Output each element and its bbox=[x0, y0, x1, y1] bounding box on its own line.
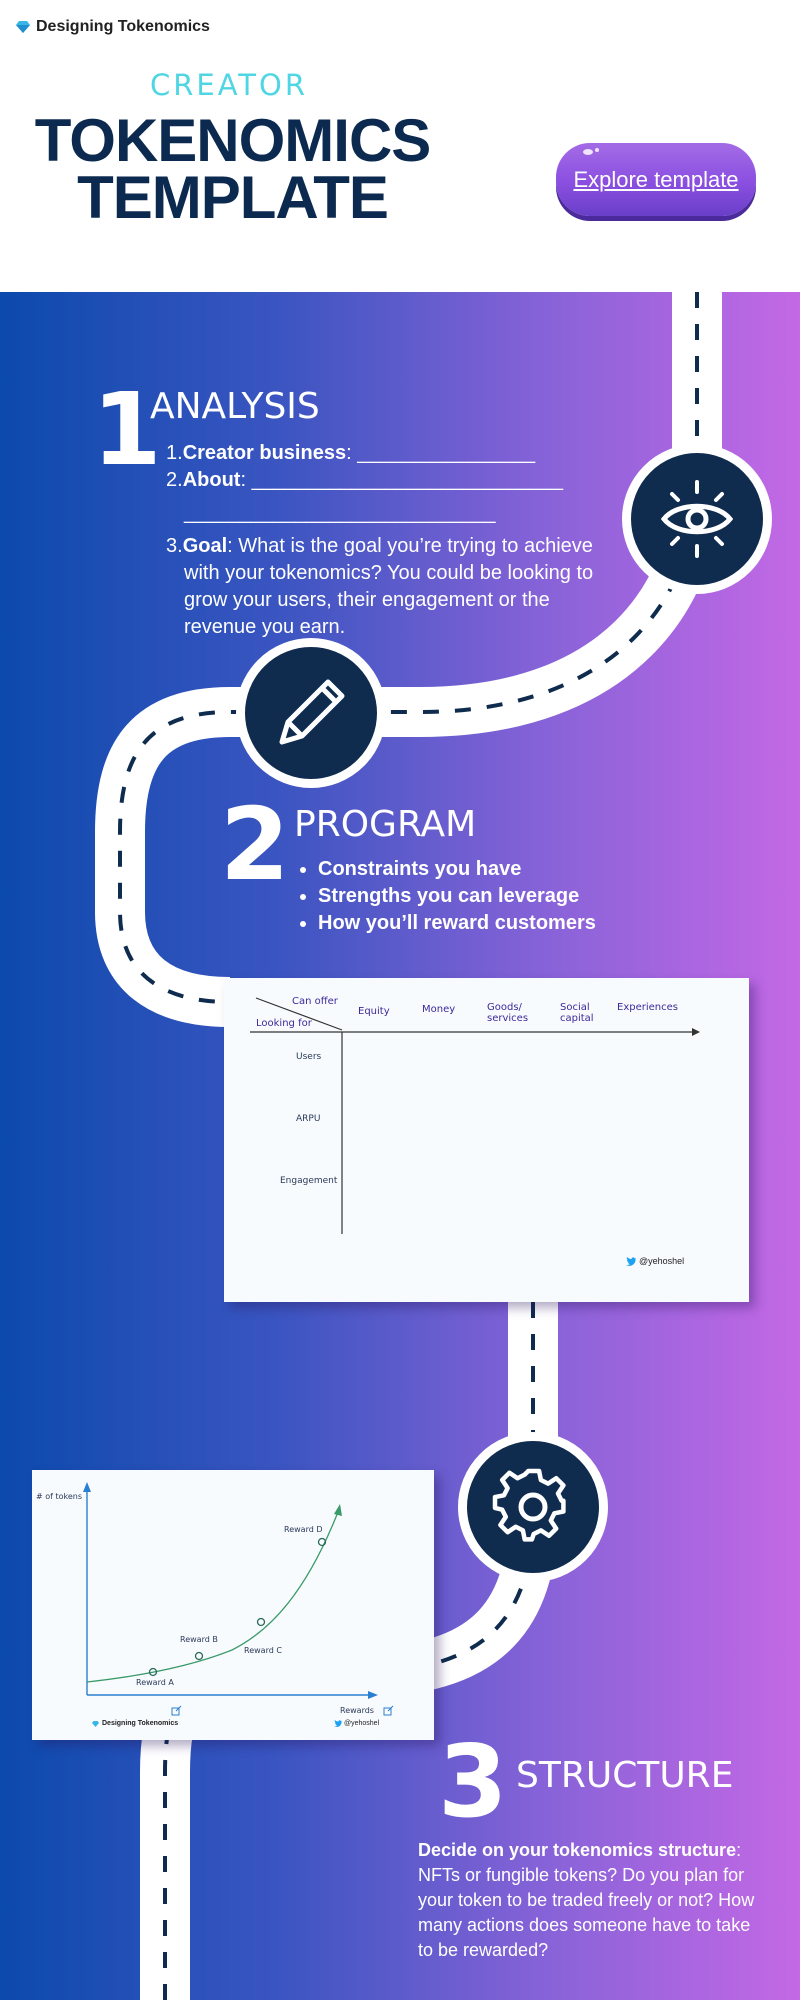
matrix-row-users: Users bbox=[296, 1052, 322, 1062]
matrix-col-equity: Equity bbox=[358, 1006, 390, 1017]
program-bullet: Strengths you can leverage bbox=[318, 883, 596, 910]
analysis-item-2: 2.About: ____________________________ bbox=[166, 469, 564, 491]
matrix-corner-bottom: Looking for bbox=[256, 1018, 312, 1029]
program-number: 2 bbox=[220, 786, 290, 903]
program-bullet: How you’ll reward customers bbox=[318, 910, 596, 937]
curve-point-d bbox=[317, 1537, 327, 1547]
curve-point-c bbox=[256, 1617, 266, 1627]
twitter-icon bbox=[626, 1256, 636, 1266]
pencil-icon bbox=[279, 679, 345, 745]
curve-label-b: Reward B bbox=[180, 1635, 218, 1644]
matrix-card[interactable]: Can offer Looking for Equity Money Goods… bbox=[224, 978, 749, 1302]
structure-number: 3 bbox=[438, 1723, 508, 1840]
page-title: TOKENOMICS TEMPLATE bbox=[30, 107, 435, 231]
matrix-row-engagement: Engagement bbox=[280, 1176, 338, 1186]
gear-icon bbox=[492, 1468, 566, 1542]
program-bullet: Constraints you have bbox=[318, 856, 596, 883]
curve-xlabel: Rewards bbox=[340, 1706, 374, 1715]
diamond-icon bbox=[16, 21, 30, 33]
curve-ylabel: # of tokens bbox=[36, 1492, 83, 1501]
title-line-1: TOKENOMICS bbox=[34, 107, 432, 174]
curve-label-c: Reward C bbox=[244, 1646, 282, 1655]
curve-handle: @yehoshel bbox=[334, 1720, 379, 1727]
matrix-col-experiences: Experiences bbox=[617, 1002, 678, 1013]
matrix-col-money: Money bbox=[422, 1004, 456, 1015]
analysis-item-3: 3.Goal: What is the goal you’re trying t… bbox=[166, 535, 594, 638]
program-icon-badge bbox=[236, 638, 386, 788]
title-line-2: TEMPLATE bbox=[77, 164, 389, 231]
matrix-col-social: Social capital bbox=[560, 1002, 594, 1024]
curve-chart bbox=[83, 1482, 394, 1716]
matrix-row-arpu: ARPU bbox=[296, 1114, 321, 1124]
analysis-number: 1 bbox=[92, 371, 162, 488]
structure-title: STRUCTURE bbox=[516, 1755, 734, 1796]
analysis-icon-badge bbox=[622, 444, 772, 594]
explore-template-button[interactable]: Explore template bbox=[556, 143, 756, 216]
external-link-icon[interactable] bbox=[171, 1705, 182, 1716]
button-shine-icon bbox=[583, 148, 599, 155]
matrix-corner-top: Can offer bbox=[292, 996, 338, 1007]
brand-name: Designing Tokenomics bbox=[36, 18, 210, 35]
structure-lead: Decide on your tokenomics structure bbox=[418, 1840, 737, 1860]
structure-text: : NFTs or fungible tokens? Do you plan f… bbox=[418, 1840, 755, 1960]
twitter-icon bbox=[334, 1720, 342, 1727]
curve-label-d: Reward D bbox=[284, 1525, 323, 1534]
structure-icon-badge bbox=[458, 1432, 608, 1582]
brand[interactable]: Designing Tokenomics bbox=[16, 18, 210, 36]
analysis-list: 1.Creator business: ________________ 2.A… bbox=[150, 440, 610, 641]
program-bullets: Constraints you have Strengths you can l… bbox=[296, 856, 596, 937]
matrix-handle: @yehoshel bbox=[626, 1256, 684, 1266]
analysis-item-1: 1.Creator business: ________________ bbox=[166, 442, 536, 464]
program-title: PROGRAM bbox=[294, 804, 477, 845]
curve-point-b bbox=[194, 1651, 204, 1661]
diamond-icon bbox=[92, 1720, 99, 1727]
analysis-blank-line[interactable]: ____________________________ bbox=[184, 502, 496, 524]
matrix-lines bbox=[250, 997, 700, 1234]
eye-icon bbox=[660, 480, 734, 558]
structure-body: Decide on your tokenomics structure: NFT… bbox=[418, 1838, 770, 1963]
matrix-col-goods: Goods/ services bbox=[487, 1002, 529, 1024]
hero-kicker: CREATOR bbox=[150, 68, 308, 102]
analysis-title: ANALYSIS bbox=[150, 386, 320, 427]
curve-label-a: Reward A bbox=[136, 1678, 174, 1687]
external-link-icon[interactable] bbox=[383, 1705, 394, 1716]
curve-card[interactable]: # of tokens Rewards Reward A Reward B Re… bbox=[32, 1470, 434, 1740]
curve-point-a bbox=[148, 1667, 158, 1677]
curve-brand: Designing Tokenomics bbox=[92, 1720, 178, 1727]
